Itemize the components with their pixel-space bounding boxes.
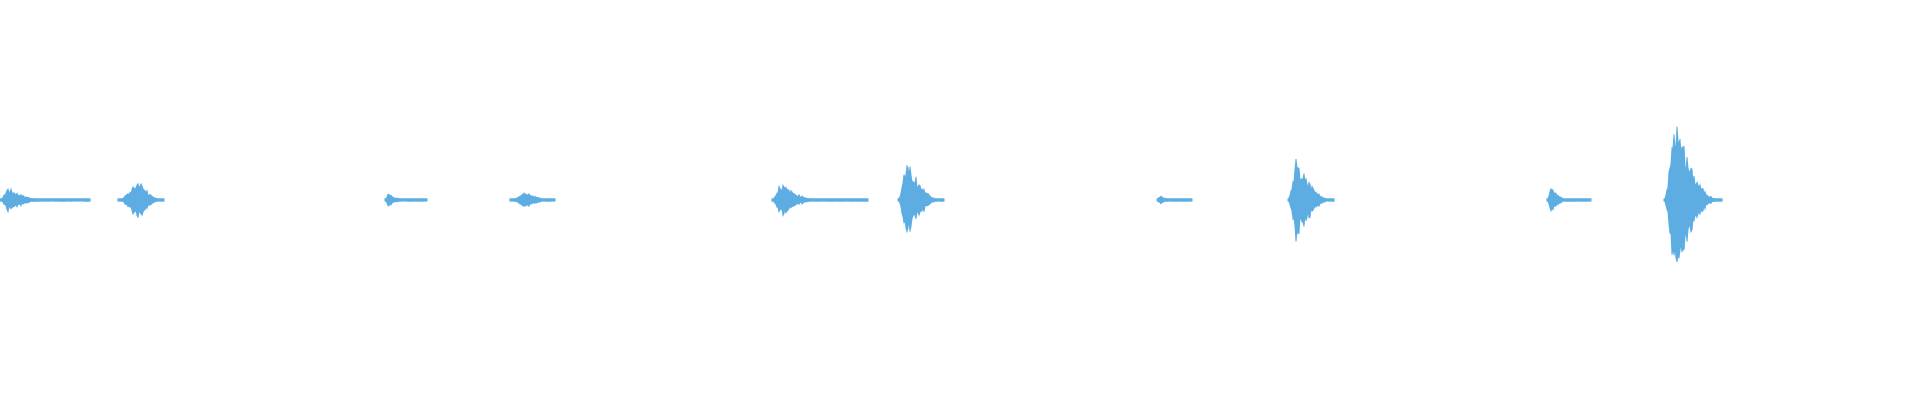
waveform-segment xyxy=(384,193,428,207)
waveform-segment xyxy=(509,192,556,208)
waveform-segment xyxy=(1546,188,1592,213)
waveform-segment xyxy=(1287,159,1335,242)
waveform-segment xyxy=(1156,195,1193,205)
waveform-envelope xyxy=(117,182,165,219)
waveform-envelope xyxy=(897,164,945,234)
waveform-segment xyxy=(1663,126,1723,263)
waveform-envelope xyxy=(1663,126,1723,263)
waveform-segment xyxy=(897,164,945,234)
waveform-envelope xyxy=(1287,159,1335,242)
waveform-segment xyxy=(117,182,165,219)
waveform-segment xyxy=(771,183,869,218)
waveform-segment xyxy=(0,187,91,214)
waveform-envelope xyxy=(509,192,556,208)
